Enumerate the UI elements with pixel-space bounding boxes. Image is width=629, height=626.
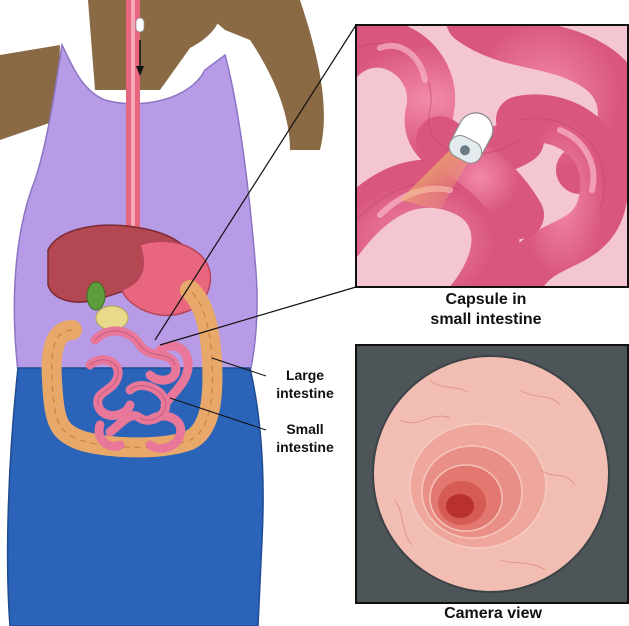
human-figure: [0, 0, 357, 626]
small-intestine-label-line1: Small: [286, 421, 324, 437]
small-intestine-leader: [169, 397, 267, 431]
inset-connector-top: [154, 24, 357, 341]
small-intestine-label-line2: intestine: [276, 439, 334, 455]
camera-view-panel: [355, 344, 629, 604]
camera-light-beam: [400, 150, 468, 210]
large-intestine-label: Large intestine: [262, 366, 348, 402]
large-intestine-label-line1: Large: [285, 367, 325, 383]
left-shoulder: [0, 45, 60, 140]
capsule-camera: [448, 112, 494, 164]
capsule-label-line1: Capsule in: [445, 291, 527, 308]
raised-arm: [190, 0, 324, 150]
small-intestine-label: Small intestine: [262, 420, 348, 456]
neck-skin: [88, 0, 225, 90]
capsule-label: Capsule in small intestine: [376, 290, 596, 330]
camera-view-label: Camera view: [444, 605, 542, 622]
large-intestine-label-line2: intestine: [276, 385, 334, 401]
gallbladder: [86, 281, 106, 311]
inset-connector-bottom: [159, 286, 357, 346]
capsule-label-line2: small intestine: [430, 311, 542, 328]
swallowed-capsule: [135, 17, 145, 33]
capsule-inset: [355, 24, 629, 288]
large-intestine-leader: [211, 357, 267, 377]
